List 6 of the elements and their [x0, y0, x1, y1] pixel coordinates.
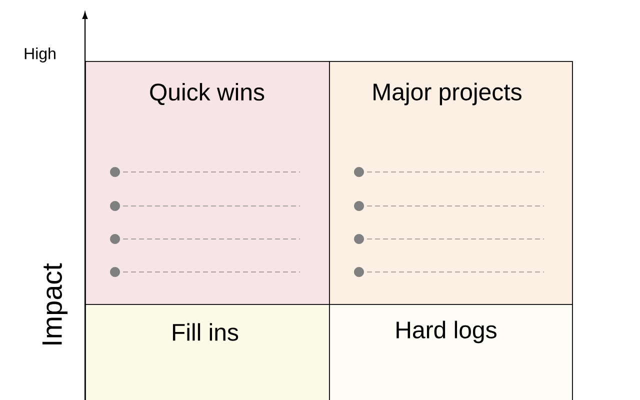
quadrant-box: Quick wins — [85, 61, 330, 305]
quadrant-box: Major projects — [329, 61, 573, 305]
axis-title: Impact — [42, 263, 68, 344]
axis-label: High — [24, 48, 56, 62]
quadrant-box: Hard logs — [329, 304, 573, 400]
quadrant-box: Fill ins — [85, 304, 330, 400]
